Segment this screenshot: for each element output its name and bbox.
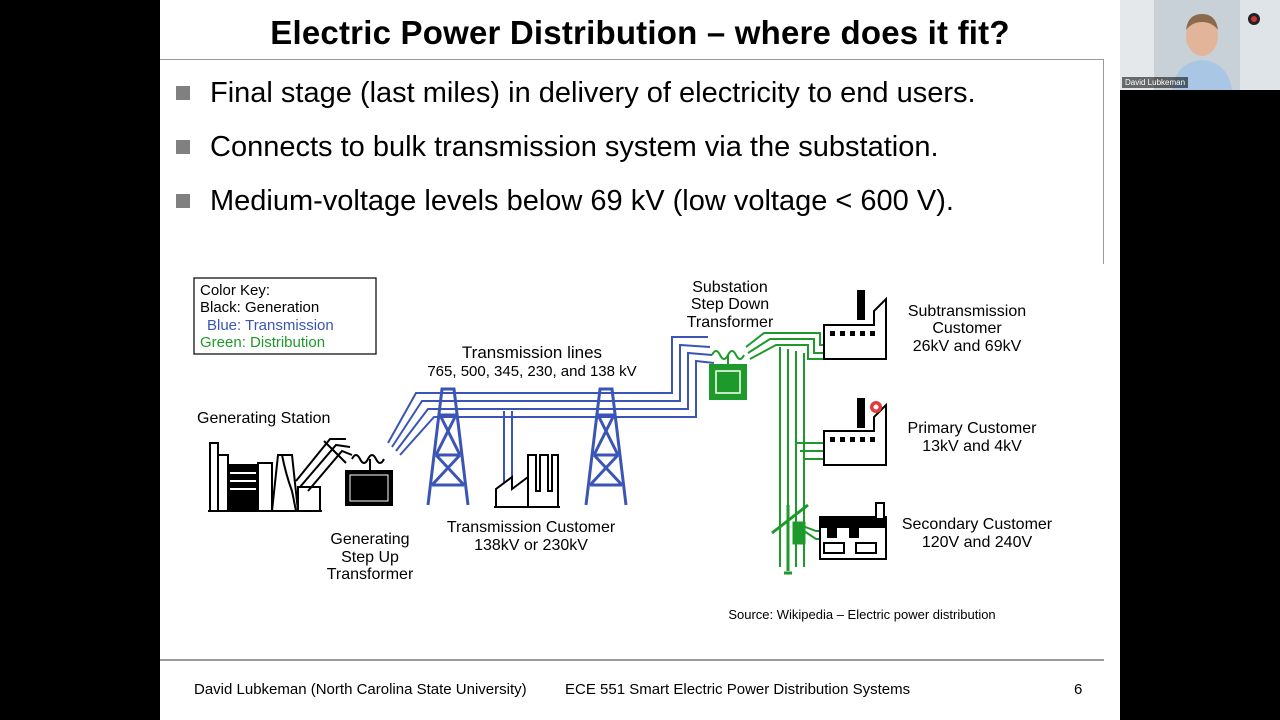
diagram-source: Source: Wikipedia – Electric power distr… — [728, 607, 995, 622]
slide-right-border — [1103, 59, 1104, 264]
webcam-thumbnail[interactable]: David Lubkeman — [1120, 0, 1280, 90]
color-key-distribution: Green: Distribution — [200, 334, 325, 351]
subtransmission-customer-icon — [823, 290, 887, 360]
subtransmission-voltage: 26kV and 69kV — [913, 338, 1022, 355]
color-key-generation: Black: Generation — [200, 299, 319, 316]
color-key: Color Key: Black: Generation Blue: Trans… — [193, 277, 377, 355]
footer-author: David Lubkeman (North Carolina State Uni… — [194, 681, 527, 698]
bullet-text: Connects to bulk transmission system via… — [210, 130, 939, 163]
step-up-label-line1: Generating — [330, 531, 409, 548]
substation-label-line3: Transformer — [687, 314, 774, 331]
bullet-item: Medium-voltage levels below 69 kV (low v… — [176, 183, 954, 219]
recording-indicator-icon — [1248, 13, 1260, 25]
transmission-customer-icon — [494, 454, 560, 508]
pointer-dot-icon — [870, 401, 882, 413]
footer-divider — [160, 659, 1104, 661]
generating-station-icon — [208, 438, 353, 512]
transmission-voltages-label: 765, 500, 345, 230, and 138 kV — [427, 363, 636, 380]
color-key-transmission: Blue: Transmission — [207, 317, 334, 334]
secondary-customer-icon — [819, 502, 887, 560]
slide-title: Electric Power Distribution – where does… — [270, 14, 1010, 51]
secondary-customer-voltage: 120V and 240V — [922, 534, 1033, 551]
bullet-text: Final stage (last miles) in delivery of … — [210, 76, 976, 109]
bullet-item: Final stage (last miles) in delivery of … — [176, 75, 976, 111]
step-up-label-line3: Transformer — [327, 566, 414, 583]
transmission-lines — [387, 336, 715, 487]
footer-page-number: 6 — [1074, 681, 1083, 698]
distribution-lines — [745, 332, 824, 567]
bullet-item: Connects to bulk transmission system via… — [176, 129, 939, 165]
substation-label-line1: Substation — [692, 279, 768, 296]
bullet-text: Medium-voltage levels below 69 kV (low v… — [210, 184, 954, 217]
color-key-title: Color Key: — [200, 282, 270, 299]
subtransmission-label-line2: Customer — [932, 320, 1002, 337]
transmission-tower-icon — [426, 387, 470, 506]
transmission-lines-label: Transmission lines — [462, 343, 602, 362]
step-up-transformer-icon — [345, 454, 393, 506]
distribution-pole-icon — [771, 503, 809, 575]
bullet-square-icon — [176, 194, 190, 208]
generating-station-label: Generating Station — [197, 410, 330, 427]
substation-label-line2: Step Down — [691, 296, 769, 313]
transmission-tower-icon — [584, 387, 628, 506]
primary-customer-label: Primary Customer — [908, 420, 1038, 437]
secondary-customer-label: Secondary Customer — [902, 516, 1053, 533]
primary-customer-voltage: 13kV and 4kV — [922, 438, 1022, 455]
footer-course: ECE 551 Smart Electric Power Distributio… — [565, 681, 911, 698]
transmission-customer-label: Transmission Customer — [447, 519, 616, 536]
primary-customer-icon — [823, 398, 887, 466]
webcam-participant-name: David Lubkeman — [1122, 77, 1189, 88]
slide: Electric Power Distribution – where does… — [160, 0, 1120, 720]
title-divider — [160, 59, 1104, 60]
bullet-square-icon — [176, 86, 190, 100]
step-up-label-line2: Step Up — [341, 549, 399, 566]
transmission-customer-voltage: 138kV or 230kV — [474, 537, 588, 554]
bullet-square-icon — [176, 140, 190, 154]
substation-transformer-icon — [709, 350, 747, 400]
power-distribution-diagram: Color Key: Black: Generation Blue: Trans… — [193, 277, 1053, 622]
subtransmission-label-line1: Subtransmission — [908, 303, 1026, 320]
